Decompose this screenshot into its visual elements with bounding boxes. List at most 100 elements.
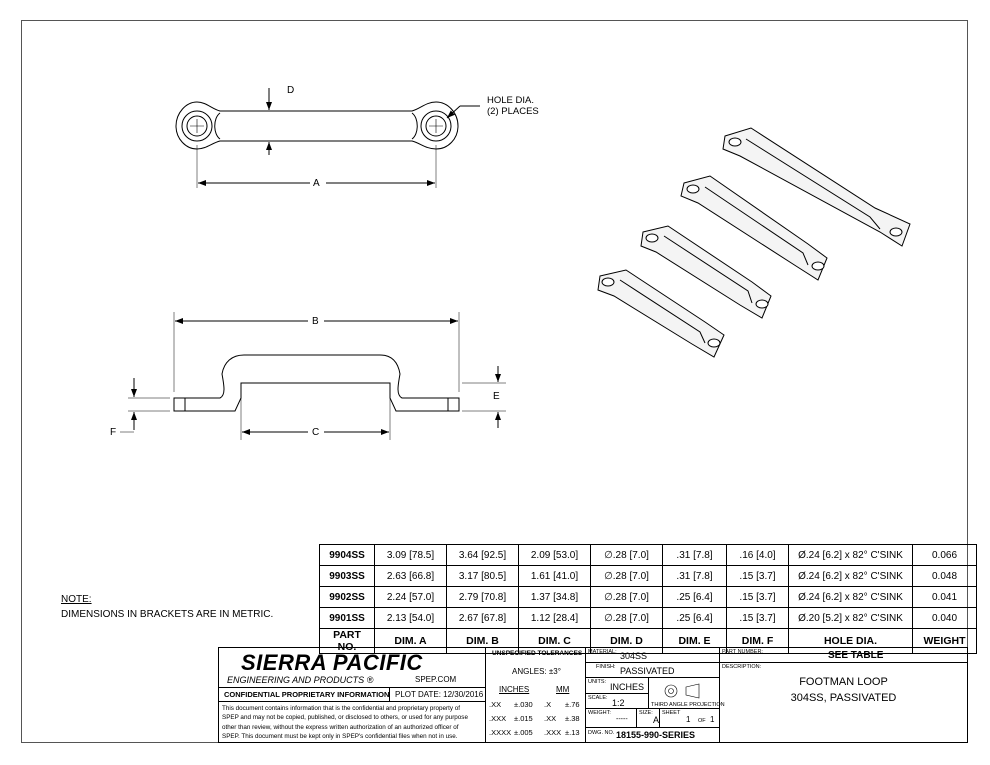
table-cell: 0.041 bbox=[912, 586, 977, 608]
dwg-no-cell: DWG. NO. 18155-990-SERIES bbox=[585, 727, 720, 743]
table-cell: .31 [7.8] bbox=[662, 544, 727, 566]
confidential-label: CONFIDENTIAL PROPRIETARY INFORMATION bbox=[224, 690, 390, 699]
iso-9903 bbox=[680, 175, 828, 281]
table-cell: 2.09 [53.0] bbox=[518, 544, 591, 566]
column-header: DIM. A bbox=[374, 628, 447, 654]
part-number-cell: 9901SS bbox=[319, 607, 375, 629]
disclaimer-line: SPEP and may not be copied, published, o… bbox=[222, 714, 468, 722]
hole-callout-line2: (2) PLACES bbox=[487, 106, 539, 117]
tolerance-value: ±.38 bbox=[565, 714, 580, 723]
finish-label: FINISH: bbox=[596, 664, 616, 670]
size-value: A bbox=[653, 715, 660, 725]
finish-value: PASSIVATED bbox=[620, 666, 675, 676]
table-cell: 3.09 [78.5] bbox=[374, 544, 447, 566]
hole-callout: HOLE DIA. (2) PLACES bbox=[487, 95, 539, 117]
top-view bbox=[175, 88, 480, 188]
part-number-label: PART NUMBER: bbox=[722, 649, 763, 655]
dwg-no-label: DWG. NO. bbox=[588, 730, 615, 736]
iso-9902 bbox=[640, 225, 772, 319]
tolerance-value: ±.76 bbox=[565, 700, 580, 709]
side-view bbox=[120, 312, 506, 440]
table-cell: .25 [6.4] bbox=[662, 607, 727, 629]
description-line1: FOOTMAN LOOP bbox=[799, 676, 888, 688]
confidential-label-cell: CONFIDENTIAL PROPRIETARY INFORMATION bbox=[218, 687, 390, 702]
projection-label: THIRD ANGLE PROJECTION bbox=[651, 702, 725, 708]
weight-label: WEIGHT: bbox=[588, 710, 611, 716]
column-header: DIM. C bbox=[518, 628, 591, 654]
tolerance-value: .XXXX bbox=[489, 728, 512, 737]
column-header: HOLE DIA. bbox=[788, 628, 913, 654]
plot-date: PLOT DATE: 12/30/2016 bbox=[395, 690, 484, 699]
isometric-views bbox=[597, 127, 911, 358]
material-value: 304SS bbox=[620, 651, 648, 661]
table-cell: ∅.28 [7.0] bbox=[590, 586, 663, 608]
company-name: SIERRA PACIFIC bbox=[241, 650, 423, 675]
units-value: INCHES bbox=[610, 682, 645, 692]
tolerance-mm-header: MM bbox=[556, 685, 570, 694]
size-label: SIZE: bbox=[639, 710, 653, 716]
table-cell: 3.17 [80.5] bbox=[446, 565, 519, 587]
dim-b-label: B bbox=[312, 316, 319, 327]
tolerance-value: .XXX bbox=[489, 714, 507, 723]
dim-c-label: C bbox=[312, 427, 320, 438]
description-cell: DESCRIPTION: FOOTMAN LOOP 304SS, PASSIVA… bbox=[719, 662, 968, 743]
sheet-label: SHEET bbox=[662, 710, 681, 716]
table-cell: 2.79 [70.8] bbox=[446, 586, 519, 608]
tolerance-value: ±.13 bbox=[565, 728, 580, 737]
tolerance-value: .XX bbox=[544, 714, 557, 723]
disclaimer-cell: This document contains information that … bbox=[218, 701, 486, 743]
weight-value: ----- bbox=[616, 716, 628, 723]
dim-d-label: D bbox=[287, 85, 295, 96]
table-cell: Ø.24 [6.2] x 82° C'SINK bbox=[788, 544, 913, 566]
column-header: WEIGHT bbox=[912, 628, 977, 654]
part-number-value: SEE TABLE bbox=[828, 650, 884, 661]
finish-cell: FINISH: PASSIVATED bbox=[585, 662, 720, 678]
table-cell: ∅.28 [7.0] bbox=[590, 544, 663, 566]
note: NOTE: DIMENSIONS IN BRACKETS ARE IN METR… bbox=[61, 592, 273, 622]
dwg-no-value: 18155-990-SERIES bbox=[616, 730, 696, 740]
table-cell: 2.13 [54.0] bbox=[374, 607, 447, 629]
scale-cell: SCALE: 1:2 bbox=[585, 693, 649, 709]
column-header: DIM. E bbox=[662, 628, 727, 654]
tolerance-value: ±.015 bbox=[514, 714, 533, 723]
part-number-cell: 9903SS bbox=[319, 565, 375, 587]
iso-9901 bbox=[597, 269, 725, 358]
projection-cell: THIRD ANGLE PROJECTION bbox=[648, 677, 725, 709]
sheet-cell: SHEET 1 OF 1 bbox=[659, 708, 720, 728]
note-text: DIMENSIONS IN BRACKETS ARE IN METRIC. bbox=[61, 609, 274, 620]
dim-a-label: A bbox=[313, 178, 320, 189]
plot-date-cell: PLOT DATE: 12/30/2016 bbox=[389, 687, 486, 702]
table-cell: Ø.20 [5.2] x 82° C'SINK bbox=[788, 607, 913, 629]
description-line2: 304SS, PASSIVATED bbox=[790, 692, 897, 704]
table-cell: .15 [3.7] bbox=[726, 565, 789, 587]
material-label: MATERIAL: bbox=[588, 649, 617, 655]
table-cell: .15 [3.7] bbox=[726, 586, 789, 608]
table-cell: 2.67 [67.8] bbox=[446, 607, 519, 629]
table-cell: 2.24 [57.0] bbox=[374, 586, 447, 608]
table-cell: .25 [6.4] bbox=[662, 586, 727, 608]
trademark-icon: ® bbox=[366, 675, 374, 685]
tolerance-value: .XXX bbox=[544, 728, 562, 737]
table-cell: 0.066 bbox=[912, 544, 977, 566]
units-cell: UNITS: INCHES bbox=[585, 677, 649, 694]
dim-f-label: F bbox=[110, 427, 117, 438]
table-cell: 1.12 [28.4] bbox=[518, 607, 591, 629]
table-cell: Ø.24 [6.2] x 82° C'SINK bbox=[788, 565, 913, 587]
disclaimer-text: This document contains information that … bbox=[222, 704, 468, 741]
weight-cell: WEIGHT: ----- bbox=[585, 708, 637, 728]
tolerance-value: .X bbox=[544, 700, 552, 709]
hole-callout-line1: HOLE DIA. bbox=[487, 95, 534, 106]
scale-value: 1:2 bbox=[612, 698, 625, 708]
part-number-cell: 9902SS bbox=[319, 586, 375, 608]
disclaimer-line: other than review, without the express w… bbox=[222, 723, 459, 731]
company-subtitle: ENGINEERING AND PRODUCTS ® bbox=[227, 675, 374, 685]
sheet-number: 1 bbox=[686, 715, 691, 724]
column-header: PART NO. bbox=[319, 628, 375, 654]
table-cell: .31 [7.8] bbox=[662, 565, 727, 587]
material-cell: MATERIAL: 304SS bbox=[585, 647, 720, 663]
table-cell: 3.64 [92.5] bbox=[446, 544, 519, 566]
